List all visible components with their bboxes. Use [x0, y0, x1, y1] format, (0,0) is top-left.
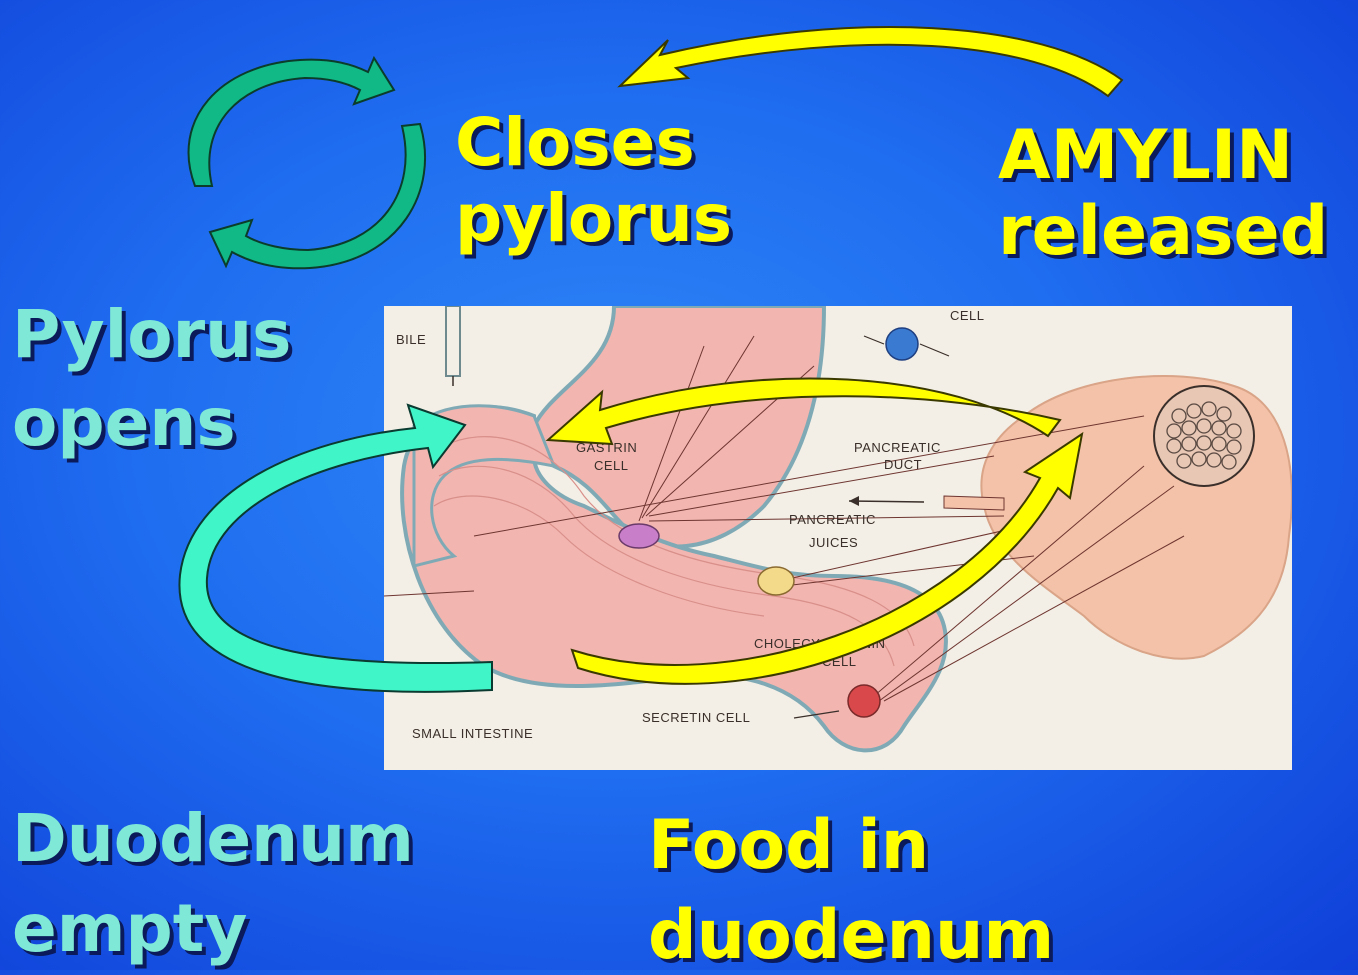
closes-line: Closes — [455, 110, 732, 176]
cycle-arrow-bottom — [210, 124, 425, 268]
amylin-line: AMYLIN — [998, 122, 1328, 190]
gastrin-text-1: GASTRIN — [576, 440, 637, 455]
secretin-text: SECRETIN CELL — [642, 710, 750, 725]
pancreatic-duct — [944, 496, 1004, 510]
pylorus-line: pylorus — [455, 186, 732, 252]
cholecystokinin-text-2: CELL — [822, 654, 857, 669]
released-line: released — [998, 198, 1328, 266]
duodenum-empty-label: Duodenum empty — [12, 806, 414, 962]
pancreatic-juice-arrow — [849, 501, 924, 502]
cycle-arrows-icon — [189, 58, 426, 268]
pancreatic-duct-text-2: DUCT — [884, 457, 922, 472]
bile-text: BILE — [396, 332, 426, 347]
pylorus-opens-label: Pylorus opens — [12, 302, 291, 456]
pylorus-line: Pylorus — [12, 302, 291, 368]
top-cell-text: CELL — [950, 308, 985, 323]
amylin-to-pylorus-arrow — [620, 27, 1122, 96]
gastrin-cell — [619, 524, 659, 548]
pancreatic-juices-text-2: JUICES — [809, 535, 858, 550]
gastrin-text-2: CELL — [594, 458, 629, 473]
duodenum-line: Duodenum — [12, 806, 414, 872]
empty-line: empty — [12, 896, 414, 962]
pancreatic-islet — [1154, 386, 1254, 486]
food-in-duodenum-label: Food in duodenum — [648, 812, 1054, 970]
opens-line: opens — [12, 390, 291, 456]
top-cell — [886, 328, 918, 360]
pancreatic-juices-text-1: PANCREATIC — [789, 512, 876, 527]
food-in-line: Food in — [648, 812, 1054, 880]
cycle-arrow-top — [189, 58, 394, 186]
closes-pylorus-label: Closes pylorus — [455, 110, 732, 252]
digestive-anatomy-diagram: BILE CELL GASTRIN CELL PANCREATIC DUCT P… — [384, 306, 1292, 770]
cholecystokinin-text-1: CHOLECYSTOKININ — [754, 636, 886, 651]
duodenum-line: duodenum — [648, 902, 1054, 970]
small-intestine-text: SMALL INTESTINE — [412, 726, 533, 741]
cholecystokinin-cell — [758, 567, 794, 595]
amylin-released-label: AMYLIN released — [998, 122, 1328, 266]
secretin-cell — [848, 685, 880, 717]
pancreatic-duct-text-1: PANCREATIC — [854, 440, 941, 455]
